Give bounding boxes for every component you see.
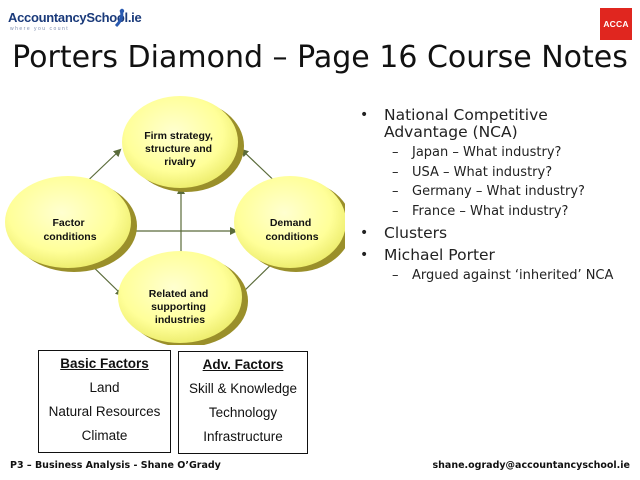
adv-factor-item: Infrastructure [203,429,283,444]
svg-text:Factor conditions: Factor conditions [43,217,96,243]
node-right-line-1: conditions [265,231,318,243]
adv-factor-item: Skill & Knowledge [188,381,298,396]
basic-factor-item: Climate [81,428,128,443]
adv-factors-heading: Adv. Factors [202,357,284,372]
sub-bullet-usa: –USA – What industry? [358,163,640,183]
node-right-line-0: Demand [270,217,311,229]
bullet-nca-line-0: National Competitive [384,106,548,124]
bullet-list: • National Competitive Advantage (NCA) –… [358,107,640,286]
acca-badge: ACCA [600,8,632,40]
footer-course-info: P3 – Business Analysis - Shane O’Grady [10,460,221,471]
node-top-line-2: rivalry [164,156,196,168]
bullet-dot-icon: • [360,247,369,263]
accountancy-school-logo[interactable]: AccountancySchool.ie where you count [8,8,142,36]
sub-bullet-inherited-nca: –Argued against ‘inherited’ NCA [358,266,640,286]
svg-text:Firm strategy, structure: Firm strategy, structure and rivalry [144,130,216,168]
bullet-michael-porter: • Michael Porter [360,246,495,264]
bullet-clusters: • Clusters [360,224,448,242]
slide-title: Porters Diamond – Page 16 Course Notes [12,40,628,75]
dash-icon: – [392,268,399,283]
basic-factors-heading: Basic Factors [60,356,149,371]
logo-tagline: where you count [10,26,70,32]
adv-factors-box: Adv. Factors Skill & Knowledge Technolog… [178,351,308,454]
bullet-nca: • National Competitive Advantage (NCA) [358,107,640,141]
node-bottom-line-0: Related and [149,288,209,300]
node-factor-conditions: Factor conditions [5,176,137,272]
logo-swoosh-icon [114,8,125,28]
basic-factor-item: Natural Resources [48,404,161,419]
footer-email-link[interactable]: shane.ogrady@accountancyschool.ie [432,460,631,471]
node-bottom-line-2: industries [155,314,205,326]
node-bottom-line-1: supporting [151,301,206,313]
svg-text:Related and supporting: Related and supporting industries [149,288,211,326]
basic-factor-item: Land [89,380,120,395]
node-left-line-0: Factor [52,217,84,229]
logo-text: AccountancySchool.ie [8,10,142,25]
adv-factor-item: Technology [208,405,278,420]
svg-text:Demand conditions: Demand conditions [265,217,318,243]
bullet-nca-line-1: Advantage (NCA) [384,123,518,141]
dash-icon: – [392,145,399,160]
node-related-industries: Related and supporting industries [118,251,248,345]
node-left-line-1: conditions [43,231,96,243]
node-top-line-0: Firm strategy, [144,130,213,142]
porters-diamond-diagram: Firm strategy, structure and rivalry Fac… [5,96,345,345]
sub-bullet-japan: –Japan – What industry? [358,143,640,163]
bullet-dot-icon: • [360,225,369,241]
dash-icon: – [392,203,399,219]
node-firm-strategy: Firm strategy, structure and rivalry [122,96,244,192]
node-top-line-1: structure and [145,143,212,155]
dash-icon: – [392,164,399,180]
sub-bullet-germany: –Germany – What industry? [358,182,640,202]
basic-factors-box: Basic Factors Land Natural Resources Cli… [38,350,171,453]
bullet-dot-icon: • [360,107,369,123]
node-demand-conditions: Demand conditions [234,176,345,272]
dash-icon: – [392,184,399,199]
sub-bullet-france: –France – What industry? [358,202,640,222]
